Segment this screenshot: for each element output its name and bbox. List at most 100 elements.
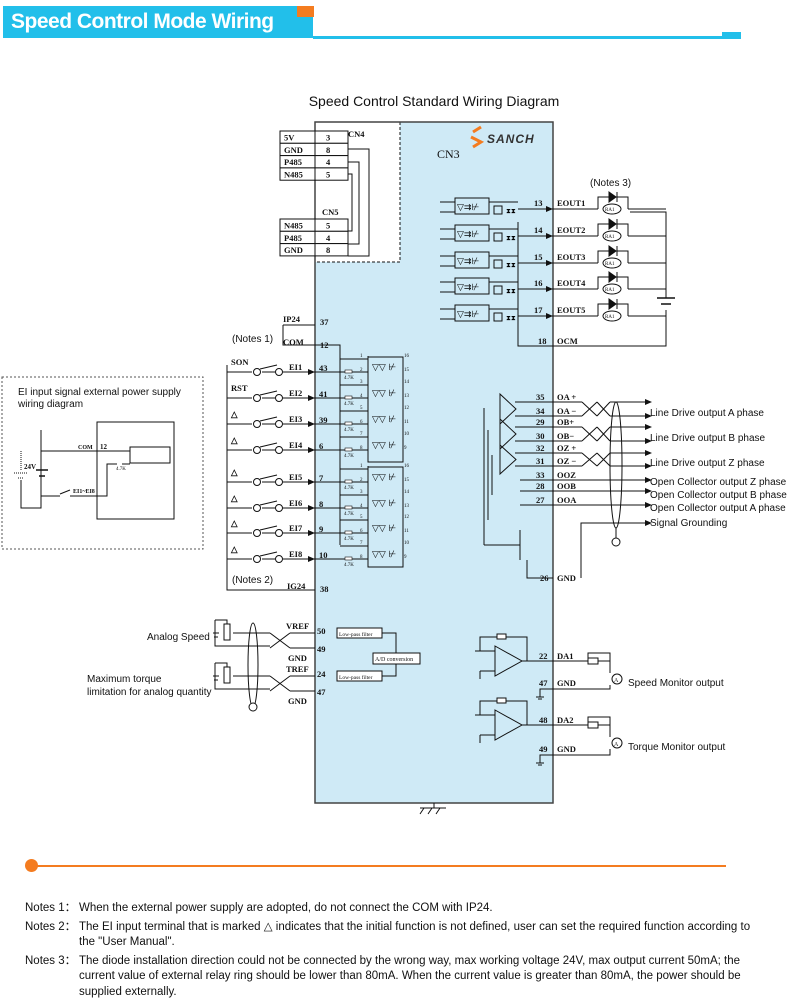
- wire: [440, 223, 666, 240]
- switch-contact: [275, 446, 283, 454]
- analog-signal: TREF: [286, 664, 309, 674]
- svg-text:24V: 24V: [24, 463, 36, 471]
- arrow-icon: [645, 424, 652, 430]
- divider-dot: [25, 859, 38, 872]
- mosfet-icon: [493, 285, 503, 295]
- resistor-icon: [344, 530, 353, 535]
- resistor-icon: [344, 556, 353, 561]
- ei-signal: EI6: [289, 498, 302, 508]
- analog-pin: 47: [317, 687, 326, 697]
- diagram-title: Speed Control Standard Wiring Diagram: [309, 93, 560, 109]
- resistor-icon: [496, 697, 507, 704]
- ground-icon: [536, 762, 544, 766]
- encoder-signal: OA −: [557, 406, 576, 416]
- optocoupler-icon: ▽▽ ⊬: [372, 498, 396, 508]
- cn3-label: CN3: [437, 147, 460, 161]
- opto-out-pin: 11: [404, 420, 409, 425]
- switch-blade: [259, 390, 278, 396]
- wiring-diagram: Speed Control Standard Wiring Diagram SA…: [1, 93, 787, 815]
- ammeter-label: A: [614, 678, 619, 684]
- tvs-diode-icon: ⧗⧗: [506, 262, 516, 269]
- opto-box: [454, 224, 490, 242]
- ei-pin: 43: [319, 363, 328, 373]
- arrow-icon: [645, 488, 652, 494]
- resistor-icon: [344, 479, 353, 484]
- svg-text:IP24: IP24: [283, 314, 301, 324]
- ammeter-icon: [611, 737, 623, 749]
- analog-out-gnd: GND: [557, 744, 576, 754]
- optocoupler-icon: ▽▽ ⊬: [372, 440, 396, 450]
- opto-out-pin: 12: [404, 406, 410, 411]
- arrow-icon: [308, 447, 315, 453]
- ext-power-diagram: EI input signal external power supply wi…: [1, 376, 204, 550]
- line-driver-icon: [499, 392, 517, 426]
- cn4-signal: N485: [284, 169, 303, 179]
- opto-block: [367, 466, 404, 568]
- arrow-icon: [546, 313, 553, 319]
- switch-contact: [275, 478, 283, 486]
- input-function: △: [230, 435, 239, 445]
- svg-text:wiring diagram: wiring diagram: [17, 399, 83, 410]
- opto-pin: 2: [360, 478, 363, 483]
- arrow-icon: [645, 477, 652, 483]
- opto-out-pin: 16: [404, 354, 410, 359]
- cn4-pin: 5: [326, 169, 330, 179]
- optocoupler-icon: ▽▽ ⊬: [372, 388, 396, 398]
- relay-coil-icon: [602, 230, 622, 242]
- cn4-pin: 4: [326, 157, 331, 167]
- eout-signal: EOUT4: [557, 278, 586, 288]
- analog-gnd: GND: [288, 696, 307, 706]
- header-underline: [313, 36, 741, 39]
- opto-out-pin: 13: [404, 504, 410, 509]
- opto-out-pin: 15: [404, 478, 410, 483]
- ei-signal: EI2: [289, 388, 302, 398]
- cn4-pin-cell: [314, 130, 349, 144]
- optocoupler-icon: ▽▽ ⊬: [372, 472, 396, 482]
- opto-out-pin: 9: [404, 446, 407, 451]
- analog-out-pin: 48: [539, 715, 548, 725]
- mosfet-icon: [493, 259, 503, 269]
- analog-out-signal: DA2: [557, 715, 574, 725]
- ei-pin: 41: [319, 389, 328, 399]
- opto-box: [454, 197, 490, 215]
- encoder-signal: OA +: [557, 392, 576, 402]
- analog-out-gnd-pin: 47: [539, 678, 548, 688]
- eout-pin: 17: [534, 305, 543, 315]
- arrow-icon: [645, 438, 652, 444]
- frame-ground-icon: [419, 803, 446, 815]
- svg-text:EI input signal external power: EI input signal external power supply: [18, 387, 181, 398]
- opto-pin: 3: [360, 490, 363, 495]
- ei-pin: 9: [319, 524, 323, 534]
- opto-pin: 4: [360, 394, 363, 399]
- cn5-pin-cell: [314, 230, 349, 245]
- opto-out-pin: 16: [404, 464, 410, 469]
- analog-pin: 50: [317, 626, 326, 636]
- opto-out-pin: 13: [404, 394, 410, 399]
- gnd-pin: 26: [540, 573, 549, 583]
- arrow-icon: [546, 233, 553, 239]
- arrow-icon: [645, 502, 652, 508]
- ei-pin: 39: [319, 415, 328, 425]
- arrow-icon: [308, 369, 315, 375]
- encoder-output-label: Signal Grounding: [650, 518, 727, 529]
- notes: Notes 1：When the external power supply a…: [25, 901, 765, 1003]
- opto-out-pin: 14: [404, 490, 410, 495]
- svg-text:37: 37: [320, 317, 329, 327]
- ei-signal: EI4: [289, 440, 303, 450]
- ei-signal: EI8: [289, 549, 302, 559]
- input-function: △: [230, 518, 239, 528]
- wire: [213, 619, 315, 649]
- twisted-pair: [581, 426, 645, 442]
- optocoupler-icon: ▽▽ ⊬: [372, 414, 396, 424]
- opto-out-pin: 10: [404, 432, 410, 437]
- resistor-icon: [344, 421, 353, 426]
- encoder-wiring: [483, 408, 645, 579]
- ei-signal: EI1: [289, 362, 302, 372]
